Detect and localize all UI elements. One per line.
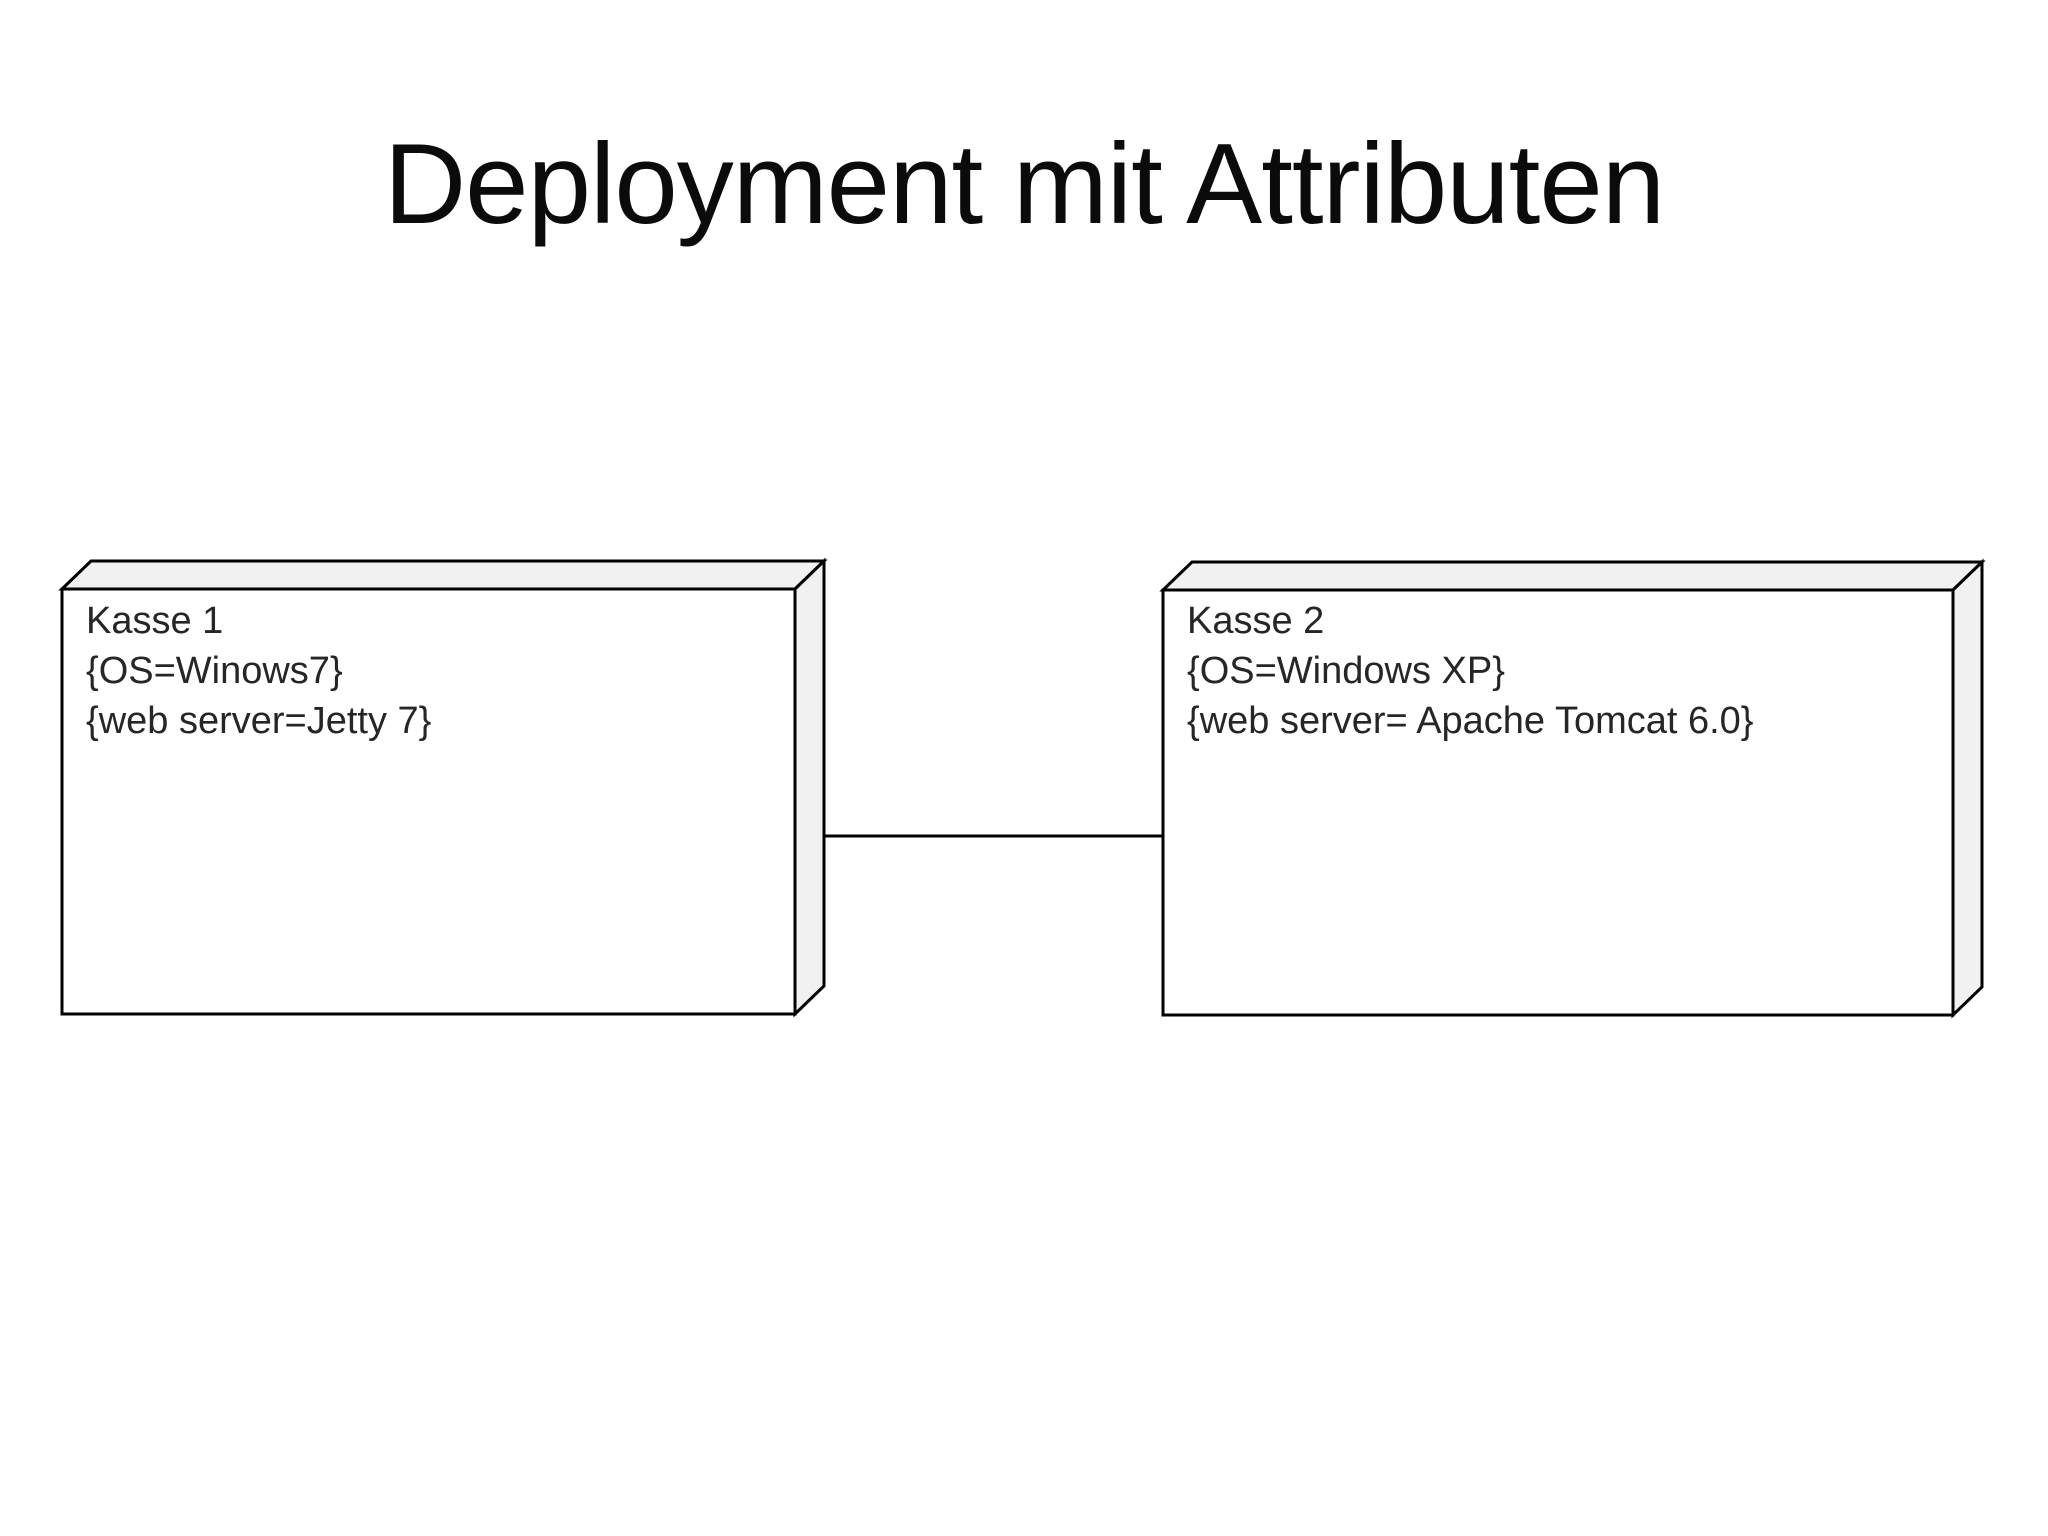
node-kasse1-attribute-webserver: {web server=Jetty 7} [86, 700, 432, 742]
node-kasse1-name: Kasse 1 [86, 600, 224, 642]
node-kasse2-front-face [1161, 588, 1955, 1017]
node-kasse2-side-face [1951, 558, 1984, 1019]
node-kasse1-front-face [60, 587, 797, 1016]
node-kasse1-top-face [58, 559, 828, 591]
node-kasse1-attribute-os: {OS=Winows7} [86, 650, 343, 692]
node-kasse2 [1159, 558, 1986, 1019]
node-kasse2-label-block: Kasse 2 {OS=Windows XP} {web server= Apa… [1187, 596, 1947, 746]
slide-title: Deployment mit Attributen [383, 121, 1665, 248]
node-kasse2-name: Kasse 2 [1187, 600, 1325, 642]
node-kasse2-attribute-webserver: {web server= Apache Tomcat 6.0} [1187, 700, 1754, 742]
node-kasse1-side-face [793, 557, 826, 1018]
node-kasse2-attribute-os: {OS=Windows XP} [1187, 650, 1505, 692]
node-kasse2-top-face [1159, 560, 1986, 592]
node-kasse1 [58, 557, 828, 1018]
node-kasse1-label-block: Kasse 1 {OS=Winows7} {web server=Jetty 7… [86, 596, 786, 746]
